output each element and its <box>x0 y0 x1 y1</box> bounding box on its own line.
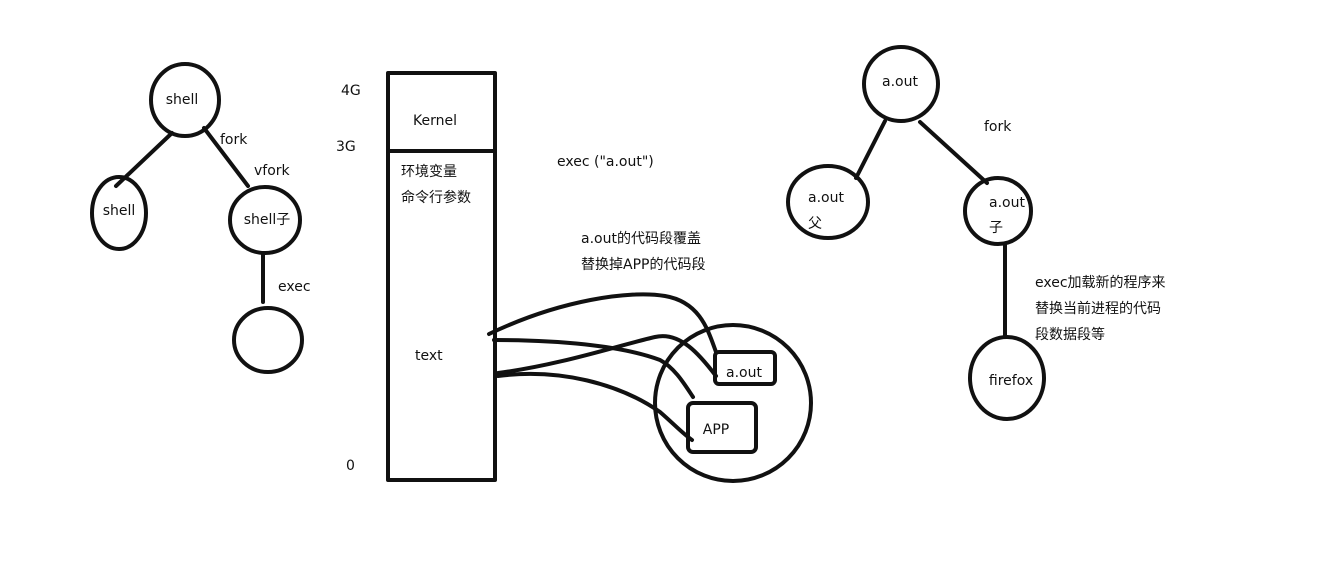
app-segment-box <box>686 401 758 454</box>
right-note-line1: exec加载新的程序来 <box>1035 275 1166 291</box>
node-aout-root <box>862 45 940 123</box>
curve-text-to-aout-2 <box>496 334 718 378</box>
code-segment-circle <box>653 323 813 483</box>
node-aout-parent <box>786 164 870 240</box>
node-shell-root-label: shell <box>165 92 199 108</box>
node-shell-child <box>228 185 302 255</box>
node-firefox <box>968 335 1046 421</box>
app-segment-label: APP <box>702 422 730 438</box>
edge-aout-parent <box>854 119 887 180</box>
node-aout-child-tag: 子 <box>989 220 1003 236</box>
exec-note-line2: 替换掉APP的代码段 <box>581 257 706 273</box>
node-aout-parent-label: a.out <box>808 190 844 206</box>
text-segment-label: text <box>415 348 443 364</box>
address-4g: 4G <box>341 83 361 99</box>
edge-vfork-label: vfork <box>254 163 290 179</box>
exec-note-line1: a.out的代码段覆盖 <box>581 231 701 247</box>
curve-text-to-app <box>492 338 695 399</box>
edge-exec-label: exec <box>278 279 311 295</box>
aout-segment-box <box>713 350 777 386</box>
memory-box <box>386 71 497 482</box>
node-aout-child-label: a.out <box>989 195 1025 211</box>
node-aout-parent-tag: 父 <box>808 216 822 232</box>
node-shell-left-label: shell <box>102 203 136 219</box>
node-shell-root <box>149 62 221 138</box>
node-shell-child-label: shell子 <box>243 212 291 228</box>
right-edge-fork-label: fork <box>984 119 1012 135</box>
env-vars-label: 环境变量 <box>401 164 457 180</box>
right-note-line3: 段数据段等 <box>1035 327 1105 343</box>
right-note-line2: 替换当前进程的代码 <box>1035 301 1161 317</box>
curve-text-to-aout <box>487 292 718 354</box>
node-shell-left <box>90 175 148 251</box>
aout-segment-label: a.out <box>726 365 762 381</box>
cmd-args-label: 命令行参数 <box>401 190 471 206</box>
address-3g: 3G <box>336 139 356 155</box>
node-firefox-label: firefox <box>988 373 1034 389</box>
edge-shell-left <box>114 131 174 188</box>
node-aout-child <box>963 176 1033 246</box>
curve-text-to-app-2 <box>496 372 694 442</box>
kernel-label: Kernel <box>413 113 457 129</box>
edge-fork-label: fork <box>220 132 248 148</box>
exec-call-label: exec ("a.out") <box>557 154 654 170</box>
node-aout-root-label: a.out <box>882 74 918 90</box>
address-0: 0 <box>346 458 355 474</box>
edge-aout-child <box>918 120 989 185</box>
edge-shell-child <box>202 126 250 188</box>
node-exec-empty <box>232 306 304 374</box>
